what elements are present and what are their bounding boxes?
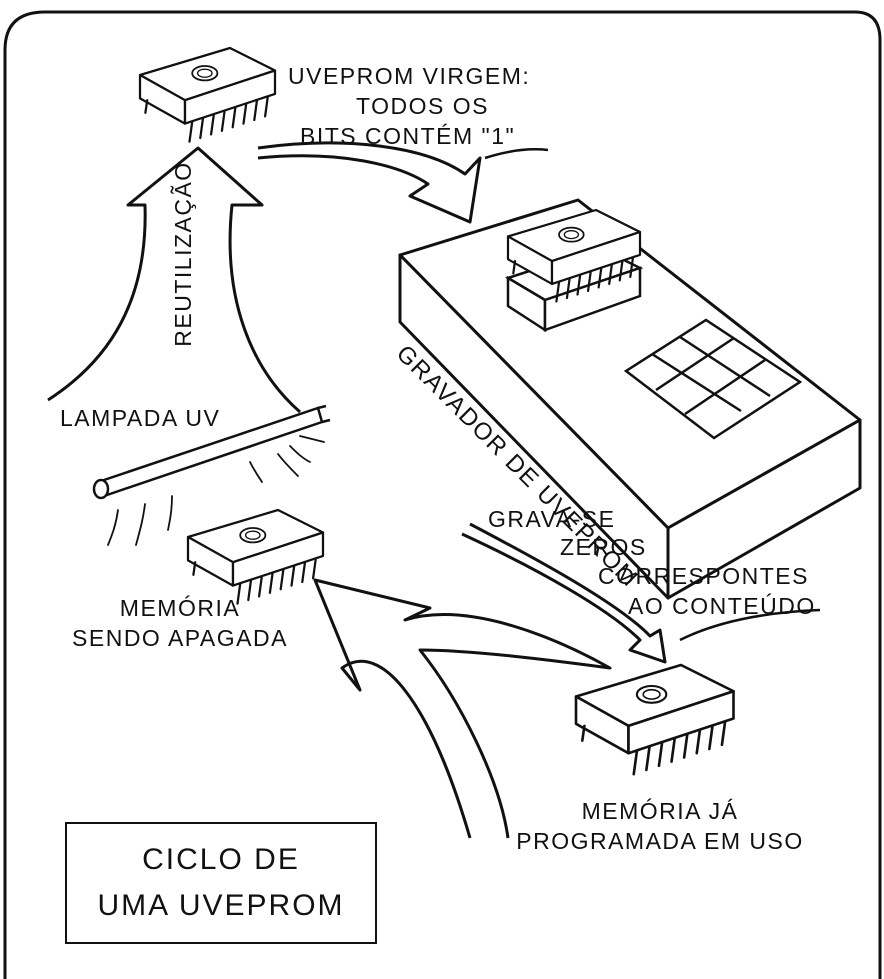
programmed-label-line1: MEMÓRIA JÁ (581, 798, 739, 824)
return-arrow (313, 578, 612, 839)
virgin-chip-icon (138, 46, 277, 143)
erasing-label-line2: SENDO APAGADA (72, 625, 288, 651)
to-programmed-arrow (461, 522, 667, 664)
write-label-line1: GRAVA-SE (488, 506, 616, 532)
title-line1: CICLO DE (142, 843, 300, 876)
to-programmer-arrow-tail (484, 148, 549, 160)
outer-border (3, 10, 882, 979)
programmed-label-line2: PROGRAMADA EM USO (516, 828, 804, 854)
write-label-line4: AO CONTEÚDO (628, 593, 816, 619)
title-line2: UMA UVEPROM (97, 889, 345, 922)
erasing-chip-icon (186, 508, 325, 605)
programmed-chip-icon (574, 663, 735, 776)
erasing-label-line1: MEMÓRIA (119, 595, 241, 621)
write-label-line3: CORRESPONTES (598, 563, 809, 589)
title-box: CICLO DE UMA UVEPROM (65, 822, 377, 944)
to-programmed-tail (679, 608, 821, 642)
virgin-label-line2: TODOS OS (356, 93, 489, 119)
uv-lamp-icon (92, 404, 331, 546)
programmer-device (398, 198, 862, 600)
reuse-label: REUTILIZAÇÃO (170, 161, 196, 347)
virgin-label-line1: UVEPROM VIRGEM: (288, 63, 531, 89)
keypad-grid (623, 318, 803, 440)
reuse-arrow (47, 146, 301, 414)
lamp-label: LAMPADA UV (60, 405, 221, 431)
to-programmer-arrow (257, 141, 482, 224)
write-label-line2: ZEROS (560, 534, 647, 560)
virgin-label-line3: BITS CONTÉM "1" (300, 123, 516, 149)
